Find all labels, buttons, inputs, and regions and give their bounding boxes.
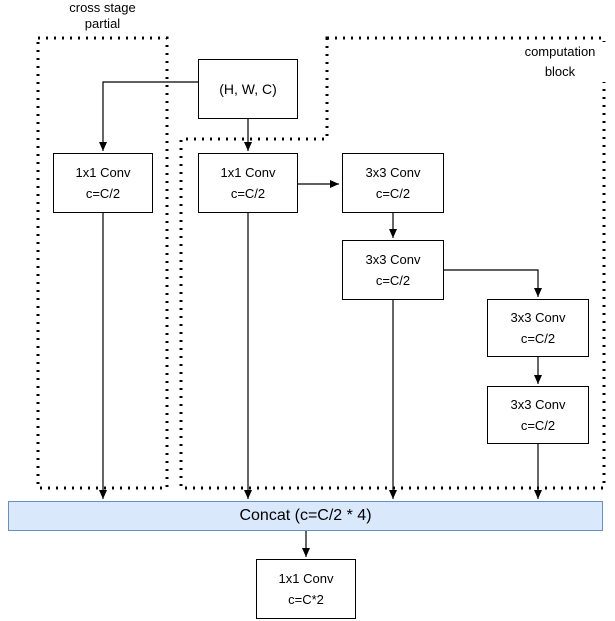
concat-node: Concat (c=C/2 * 4) — [8, 501, 603, 531]
conv3x3-b-channels: c=C/2 — [375, 273, 411, 288]
computation-block-label: computation block — [508, 42, 612, 82]
cross-stage-partial-boundary — [36, 36, 169, 490]
input-node-label: (H, W, C) — [219, 80, 277, 97]
conv3x3-c-node: 3x3 Conv c=C/2 — [487, 299, 589, 357]
output-conv-type: 1x1 Conv — [278, 571, 334, 586]
block-conv1x1-node: 1x1 Conv c=C/2 — [198, 153, 298, 213]
arrow-input-to-csp-conv — [99, 81, 198, 151]
conv3x3-d-type: 3x3 Conv — [510, 397, 566, 412]
conv3x3-a-node: 3x3 Conv c=C/2 — [342, 153, 444, 213]
output-conv-node: 1x1 Conv c=C*2 — [256, 559, 356, 619]
cross-stage-partial-label-line1: cross stage — [69, 0, 136, 15]
conv3x3-c-type: 3x3 Conv — [510, 310, 566, 325]
output-conv-channels: c=C*2 — [288, 592, 324, 607]
concat-label: Concat (c=C/2 * 4) — [239, 507, 372, 524]
csp-conv-node: 1x1 Conv c=C/2 — [53, 153, 153, 213]
conv3x3-b-node: 3x3 Conv c=C/2 — [342, 240, 444, 300]
computation-block-label-line2: block — [544, 64, 576, 79]
conv3x3-a-type: 3x3 Conv — [365, 165, 421, 180]
block-conv1x1-type: 1x1 Conv — [220, 165, 276, 180]
conv3x3-b-type: 3x3 Conv — [365, 252, 421, 267]
block-conv1x1-channels: c=C/2 — [230, 186, 266, 201]
conv3x3-d-channels: c=C/2 — [520, 418, 556, 433]
computation-block-label-line1: computation — [524, 44, 596, 59]
input-node: (H, W, C) — [198, 59, 298, 119]
csp-conv-channels: c=C/2 — [85, 186, 121, 201]
conv3x3-d-node: 3x3 Conv c=C/2 — [487, 386, 589, 444]
cross-stage-partial-label-line2: partial — [84, 16, 121, 31]
csp-conv-type: 1x1 Conv — [75, 165, 131, 180]
cross-stage-partial-label: cross stage partial — [40, 0, 165, 32]
conv3x3-c-channels: c=C/2 — [520, 331, 556, 346]
arrow-conv3x3-b-to-c — [444, 269, 542, 297]
conv3x3-a-channels: c=C/2 — [375, 186, 411, 201]
